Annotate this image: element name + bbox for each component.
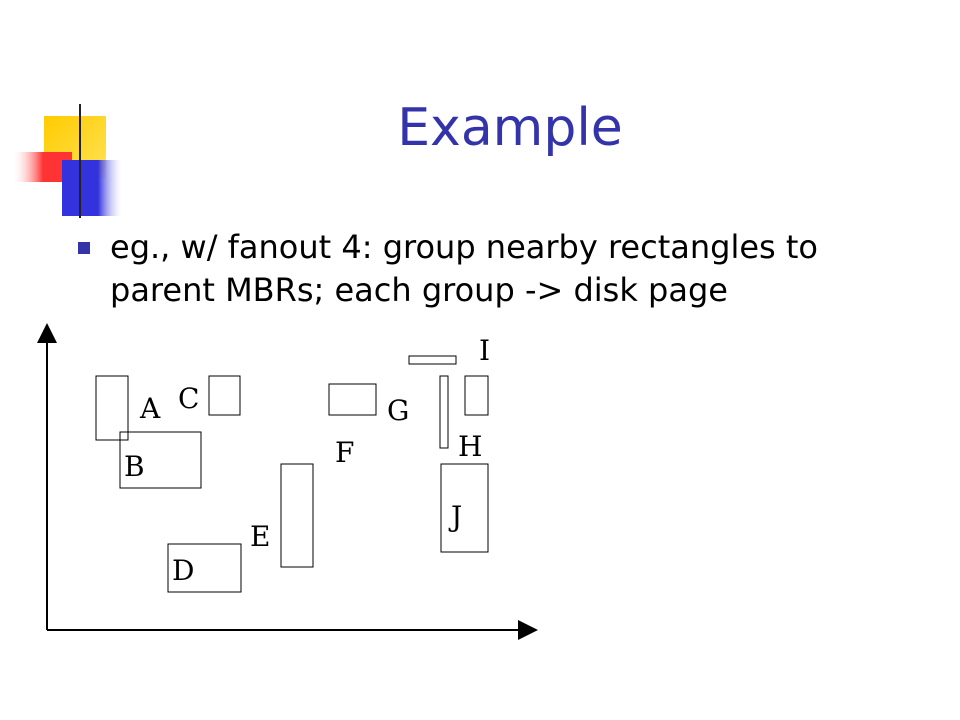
bullet-square-icon xyxy=(78,242,90,254)
label-i: I xyxy=(479,334,490,367)
label-j: J xyxy=(448,500,462,533)
rect-b xyxy=(119,431,202,489)
rect-h xyxy=(439,375,449,449)
label-d: D xyxy=(172,554,194,587)
rect-a xyxy=(95,375,129,441)
rect-i xyxy=(464,375,489,416)
slide-title: Example xyxy=(397,98,623,158)
label-b: B xyxy=(124,450,145,483)
rect-j xyxy=(440,463,489,553)
rect-f xyxy=(328,383,377,416)
rect-g xyxy=(408,355,457,365)
rect-d xyxy=(167,543,242,593)
label-e: E xyxy=(250,520,270,553)
label-a: A xyxy=(139,392,161,425)
rect-e xyxy=(280,463,314,568)
label-c: C xyxy=(178,382,199,415)
label-g: G xyxy=(387,394,409,427)
label-h: H xyxy=(458,430,482,463)
bullet-text: eg., w/ fanout 4: group nearby rectangle… xyxy=(110,228,818,309)
title-decoration xyxy=(14,104,900,218)
rect-c xyxy=(208,375,241,416)
label-f: F xyxy=(335,436,354,469)
